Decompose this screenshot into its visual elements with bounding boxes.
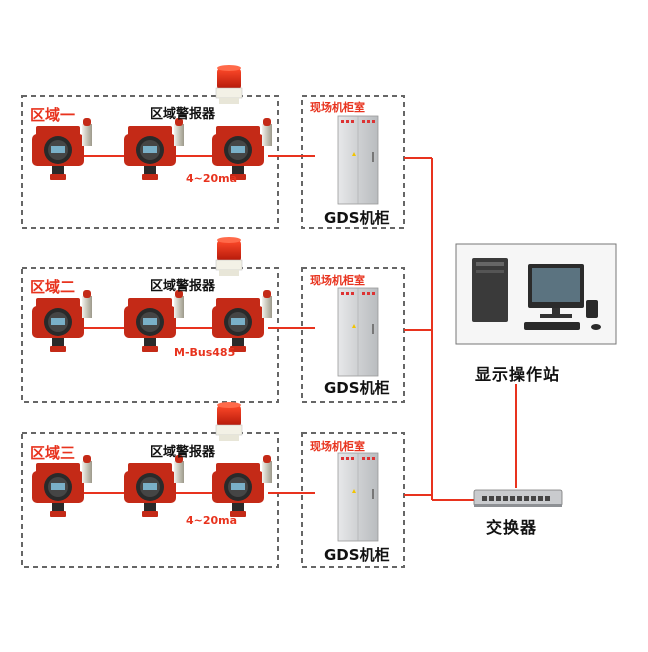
cabinet-2-label: GDS机柜: [324, 379, 390, 397]
zone-2-box: [21, 267, 279, 403]
cabinet-room-2-label: 现场机柜室: [310, 274, 365, 287]
zone-1-label: 区域一: [30, 106, 76, 124]
keyboard-icon: [524, 322, 580, 330]
switch-port-10: [545, 496, 550, 501]
zone-2-signal-label: M-Bus485: [174, 346, 236, 359]
zone-3-detector-2-icon: [124, 455, 184, 517]
cabinet-2-icon: [337, 287, 379, 377]
switch-label: 交换器: [486, 518, 538, 537]
switch-port-1: [482, 496, 487, 501]
switch-port-3: [496, 496, 501, 501]
zone-3-detector-3-icon: [212, 455, 272, 517]
cabinet-room-1-label: 现场机柜室: [310, 101, 365, 114]
pc-drive-bay: [476, 262, 504, 266]
switch-port-5: [510, 496, 515, 501]
cabinet-1-icon: [337, 115, 379, 205]
zone-2-alarm-label: 区域警报器: [150, 279, 216, 294]
monitor-stand: [552, 308, 560, 316]
zone-3-detector-1-icon: [32, 455, 92, 517]
zone-2-detector-3-icon: [212, 290, 272, 352]
switch-port-8: [531, 496, 536, 501]
zone-2-detector-1-icon: [32, 290, 92, 352]
zone-1-detector-3-icon: [212, 118, 272, 180]
switch-port-4: [503, 496, 508, 501]
monitor-base: [540, 314, 572, 318]
switch-base: [474, 504, 562, 507]
workstation-label: 显示操作站: [475, 365, 561, 384]
mouse-icon: [591, 324, 601, 330]
switch-port-9: [538, 496, 543, 501]
zone-3-box: [21, 432, 279, 568]
cabinet-3-icon: [337, 452, 379, 542]
speaker-icon: [586, 300, 598, 318]
cabinet-room-3-label: 现场机柜室: [310, 440, 365, 453]
switch-port-6: [517, 496, 522, 501]
pc-drive-bay-2: [476, 270, 504, 273]
zone-1-box: [21, 95, 279, 229]
monitor-screen: [532, 268, 580, 302]
zone-3-signal-label: 4~20ma: [186, 514, 238, 527]
cabinet-room-2-box: [301, 267, 405, 403]
pc-tower-icon: [472, 258, 508, 322]
zone-1-signal-label: 4~20ma: [186, 172, 238, 185]
zone-3-alarm-label: 区域警报器: [150, 445, 216, 460]
zone-1-alarm-label: 区域警报器: [150, 107, 216, 122]
switch-port-7: [524, 496, 529, 501]
cabinet-1-label: GDS机柜: [324, 209, 390, 227]
zone-1-detector-2-icon: [124, 118, 184, 180]
zone-1-detector-1-icon: [32, 118, 92, 180]
cabinet-3-label: GDS机柜: [324, 546, 390, 564]
zone-3-alarm-lamp-icon: [215, 401, 243, 442]
zone-2-alarm-lamp-icon: [215, 236, 243, 277]
zone-1-alarm-lamp-icon: [215, 64, 243, 105]
zone-2-label: 区域二: [30, 278, 76, 296]
zone-2-detector-2-icon: [124, 290, 184, 352]
switch-port-2: [489, 496, 494, 501]
zone-3-label: 区域三: [30, 444, 76, 462]
cabinet-room-3-box: [301, 432, 405, 568]
